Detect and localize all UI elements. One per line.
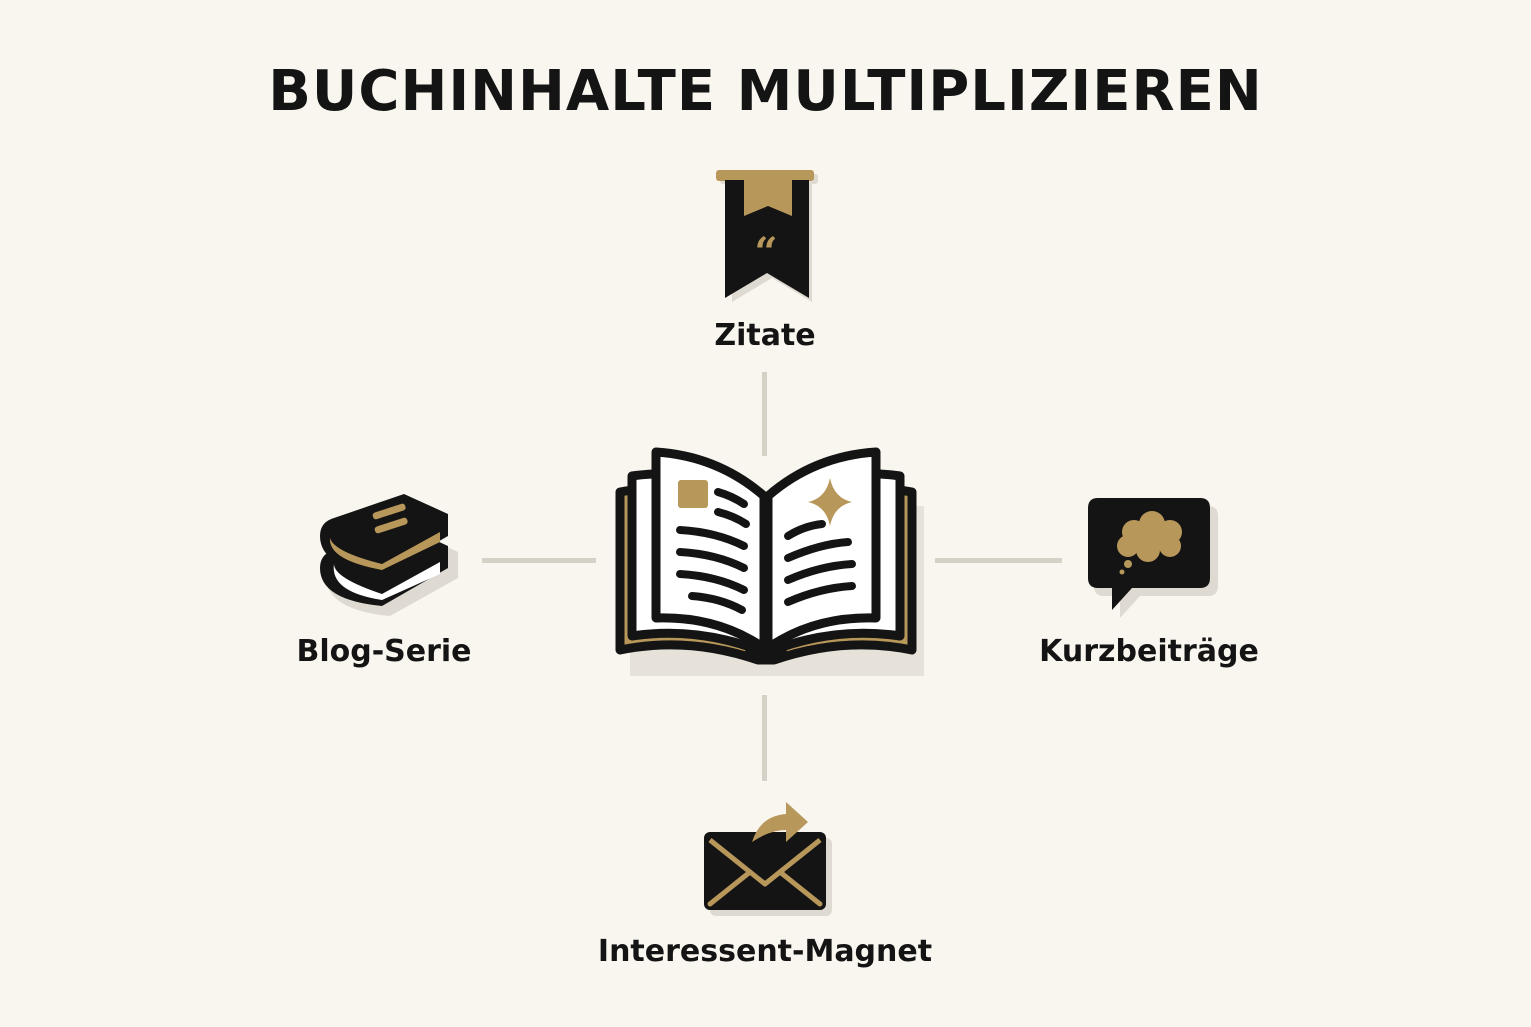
envelope-share-icon <box>700 792 836 918</box>
svg-text:“: “ <box>754 229 777 276</box>
page-title: BUCHINHALTE MULTIPLIZIEREN <box>268 59 1263 124</box>
connector-left <box>482 558 596 563</box>
node-label-zitate: Zitate <box>714 318 816 353</box>
connector-right <box>935 558 1062 563</box>
node-label-kurzbeitraege: Kurzbeiträge <box>1039 634 1259 669</box>
connector-top <box>762 372 767 456</box>
node-label-interessent-magnet: Interessent-Magnet <box>597 934 933 969</box>
open-book-icon <box>608 440 924 676</box>
thought-bubble-icon <box>1084 494 1224 618</box>
connector-bottom <box>762 695 767 781</box>
quote-bookmark-icon: “ <box>712 168 820 308</box>
book-stack-icon <box>308 488 460 618</box>
node-label-blog-serie: Blog-Serie <box>296 634 472 669</box>
